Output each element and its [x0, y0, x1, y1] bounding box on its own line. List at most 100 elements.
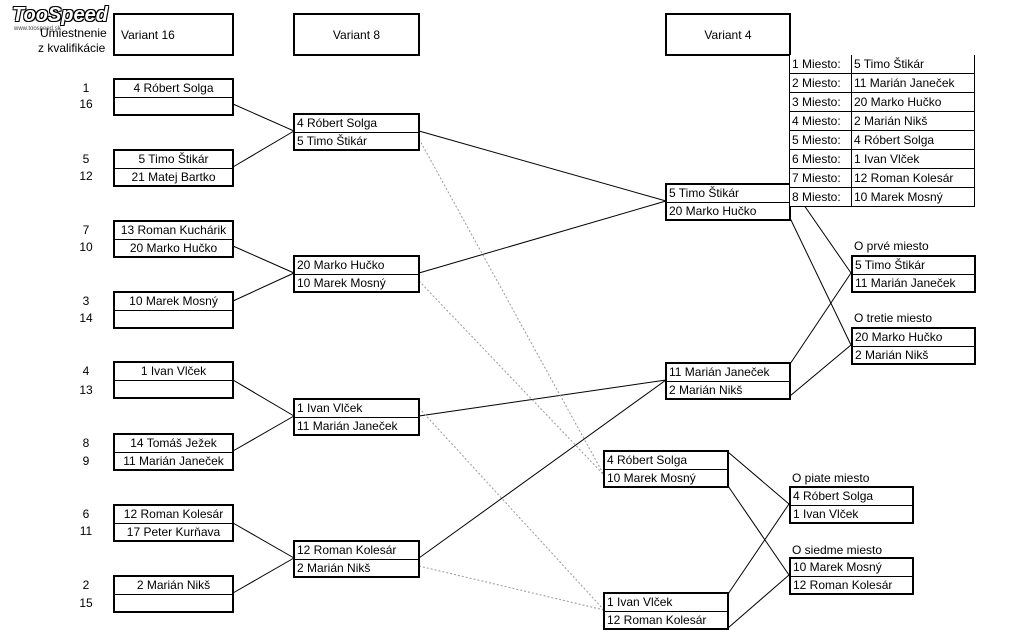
r16-match-box: 12 Roman Kolesár 17 Peter Kurňava [113, 504, 234, 542]
connector-line [232, 272, 295, 302]
third-place-label: O tretie miesto [854, 311, 933, 325]
standings-row: 7 Miesto: 12 Roman Kolesár [790, 168, 974, 187]
seed-number: 1 [82, 81, 90, 95]
player-slot [115, 594, 232, 611]
player-slot: 13 Roman Kuchárik [120, 223, 227, 237]
seed-number: 4 [82, 364, 90, 378]
third-place-match-box: 20 Marko Hučko 2 Marián Nikš [851, 327, 976, 365]
player-slot: 5 Timo Štikár [855, 258, 926, 272]
player-slot: 20 Marko Hučko [855, 330, 943, 344]
first-place-match-box: 5 Timo Štikár 11 Marián Janeček [851, 255, 976, 293]
standings-place: 4 Miesto: [790, 112, 852, 130]
final-standings-table: 1 Miesto: 5 Timo Štikár 2 Miesto: 11 Mar… [789, 55, 975, 207]
standings-row: 5 Miesto: 4 Róbert Solga [790, 130, 974, 149]
player-slot: 20 Marko Hučko [297, 258, 385, 272]
seed-number: 9 [82, 454, 90, 468]
player-slot: 17 Peter Kurňava [115, 523, 232, 540]
seed-number: 5 [82, 152, 90, 166]
watermark-sub: www.toospeed.sk [14, 26, 61, 32]
qf-match-box: 20 Marko Hučko 10 Marek Mosný [293, 255, 420, 293]
variant-8-header: Variant 8 [293, 13, 420, 56]
player-slot [115, 310, 232, 327]
loser-connector-line [418, 138, 605, 476]
standings-row: 6 Miesto: 1 Ivan Vlček [790, 149, 974, 168]
variant-4-header: Variant 4 [665, 13, 791, 56]
seed-number: 8 [82, 436, 90, 450]
seed-number: 12 [79, 169, 93, 183]
standings-row: 2 Miesto: 11 Marián Janeček [790, 73, 974, 92]
player-slot: 1 Ivan Vlček [607, 595, 673, 609]
seed-number: 3 [82, 294, 90, 308]
qf-match-box: 12 Roman Kolesár 2 Marián Nikš [293, 540, 420, 578]
seed-number: 2 [82, 578, 90, 592]
connector-line [789, 217, 852, 346]
r16-match-box: 2 Marián Nikš [113, 575, 234, 613]
player-slot: 4 Róbert Solga [133, 81, 214, 95]
standings-name: 4 Róbert Solga [854, 133, 935, 147]
seed-number: 11 [79, 524, 93, 538]
player-slot: 4 Róbert Solga [793, 489, 874, 503]
placement-match-box: 1 Ivan Vlček 12 Roman Kolesár [603, 592, 729, 630]
connector-line [418, 130, 667, 202]
seed-number: 10 [79, 240, 93, 254]
connector-line [789, 272, 852, 365]
r16-match-box: 4 Róbert Solga [113, 78, 234, 116]
r16-match-box: 13 Roman Kuchárik 20 Marko Hučko [113, 220, 234, 258]
player-slot: 5 Timo Štikár [295, 132, 418, 149]
fifth-place-match-box: 4 Róbert Solga 1 Ivan Vlček [789, 486, 914, 524]
connector-line [727, 451, 790, 505]
player-slot: 4 Róbert Solga [297, 116, 378, 130]
player-slot: 2 Marián Nikš [853, 346, 974, 363]
seed-number: 7 [82, 223, 90, 237]
player-slot: 12 Roman Kolesár [605, 611, 727, 628]
r16-match-box: 14 Tomáš Ježek 11 Marián Janeček [113, 433, 234, 471]
player-slot: 1 Ivan Vlček [297, 401, 363, 415]
r16-match-box: 10 Marek Mosný [113, 291, 234, 329]
standings-name: 2 Marián Nikš [854, 114, 928, 128]
player-slot: 5 Timo Štikár [669, 186, 740, 200]
player-slot: 4 Róbert Solga [607, 453, 688, 467]
player-slot: 10 Marek Mosný [129, 294, 218, 308]
seed-number: 16 [79, 97, 93, 111]
r16-match-box: 1 Ivan Vlček [113, 361, 234, 399]
seventh-place-match-box: 10 Marek Mosný 12 Roman Kolesár [789, 557, 914, 595]
player-slot: 1 Ivan Vlček [140, 364, 207, 378]
connector-line [789, 344, 852, 397]
sf-match-box: 5 Timo Štikár 20 Marko Hučko [665, 183, 791, 221]
standings-name: 12 Roman Kolesár [854, 171, 954, 185]
player-slot: 11 Marián Janeček [115, 452, 232, 469]
r16-match-box: 5 Timo Štikár 21 Matej Bartko [113, 149, 234, 187]
variant-16-header: Variant 16 [113, 13, 234, 56]
qualification-label: Umiestnenie [40, 26, 107, 40]
standings-name: 11 Marián Janeček [854, 76, 955, 90]
player-slot: 20 Marko Hučko [667, 202, 789, 219]
qf-match-box: 4 Róbert Solga 5 Timo Štikár [293, 113, 420, 151]
player-slot [115, 380, 232, 397]
standings-place: 2 Miesto: [790, 74, 852, 92]
watermark-logo: TooSpeed [12, 4, 108, 26]
qf-match-box: 1 Ivan Vlček 11 Marián Janeček [293, 398, 420, 436]
connector-line [418, 200, 667, 274]
sf-match-box: 11 Marián Janeček 2 Marián Nikš [665, 362, 791, 400]
loser-connector-line [418, 565, 605, 611]
standings-place: 7 Miesto: [790, 169, 852, 187]
connector-line [418, 379, 667, 417]
standings-row: 1 Miesto: 5 Timo Štikár [790, 55, 974, 73]
standings-place: 1 Miesto: [790, 55, 852, 73]
standings-row: 4 Miesto: 2 Marián Nikš [790, 111, 974, 130]
seed-number: 14 [79, 311, 93, 325]
standings-place: 5 Miesto: [790, 131, 852, 149]
loser-connector-line [418, 407, 605, 611]
standings-row: 3 Miesto: 20 Marko Hučko [790, 92, 974, 111]
standings-name: 20 Marko Hučko [854, 95, 942, 109]
player-slot: 12 Roman Kolesár [791, 576, 912, 593]
connector-line [232, 130, 295, 168]
player-slot: 10 Marek Mosný [605, 469, 727, 486]
player-slot: 2 Marián Nikš [667, 381, 789, 398]
connector-line [232, 557, 295, 594]
player-slot: 21 Matej Bartko [115, 168, 232, 185]
connector-line [232, 522, 295, 559]
standings-name: 5 Timo Štikár [854, 57, 925, 71]
connector-line [232, 245, 295, 274]
